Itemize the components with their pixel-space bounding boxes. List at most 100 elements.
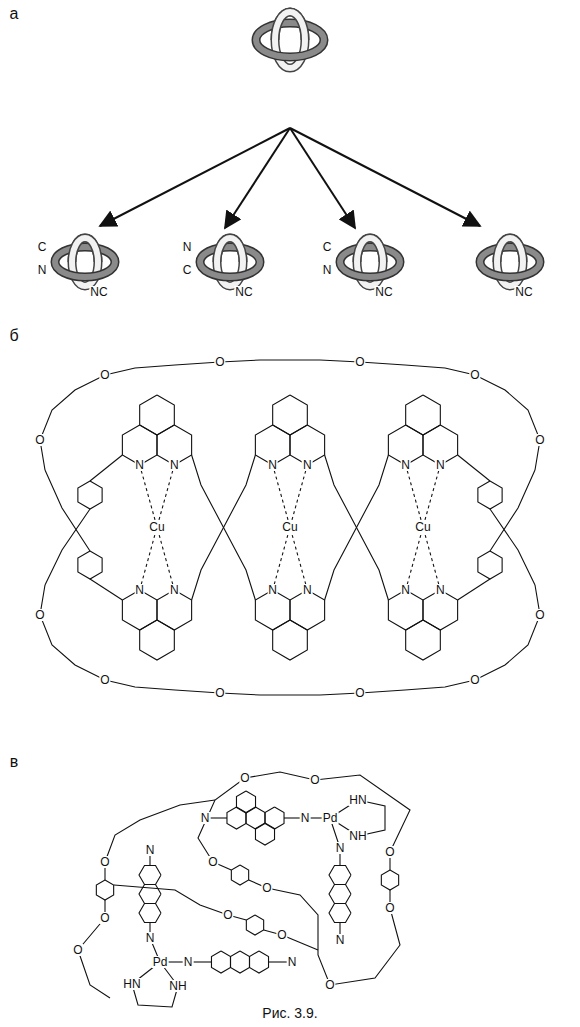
atom-label: N [169, 584, 180, 596]
ring [406, 395, 441, 435]
ring [231, 865, 248, 885]
ring [290, 590, 325, 630]
atom-label: HN [122, 978, 141, 990]
atom-label: O [222, 909, 233, 921]
ring [78, 551, 102, 579]
atom-label: N [302, 459, 313, 471]
atom-label: O [239, 772, 250, 784]
atom-label: O [99, 369, 110, 381]
coordination-bond [406, 465, 423, 527]
coordination-bond [290, 527, 307, 590]
atom-label: N [200, 812, 211, 824]
ring [78, 481, 102, 509]
metal-label: Pd [152, 956, 169, 968]
coordination-bond [423, 527, 440, 590]
atom-label: O [354, 687, 365, 699]
atom-label: N [267, 584, 278, 596]
bond-line [325, 455, 389, 600]
knot-figure [55, 238, 115, 286]
ring [423, 590, 458, 630]
terminus-label: NC [89, 286, 108, 298]
atom-label: O [214, 356, 225, 368]
ether-chain [40, 360, 540, 470]
terminus-label: N [322, 264, 333, 276]
atom-label: N [435, 584, 446, 596]
bond-line [458, 455, 490, 481]
atom-label: O [34, 434, 45, 446]
atom-label: N [400, 459, 411, 471]
ether-chain [267, 888, 400, 985]
atom-label: N [435, 459, 446, 471]
arrow [100, 128, 290, 226]
ring [140, 620, 175, 660]
terminus-label: NC [514, 286, 533, 298]
atom-label: O [72, 944, 83, 956]
coordination-bond [273, 527, 290, 590]
ring [255, 590, 290, 630]
atom-label: HN [348, 794, 367, 806]
panel-letter: в [9, 754, 20, 770]
coordination-bond [157, 527, 174, 590]
ring [139, 865, 161, 884]
metal-label: Cu [281, 521, 298, 533]
atom-label: O [469, 674, 480, 686]
ether-chain [114, 885, 228, 915]
atom-label: NH [348, 830, 367, 842]
ether-chain [78, 918, 110, 998]
atom-label: O [309, 774, 320, 786]
bond-line [90, 579, 122, 600]
ring [157, 590, 192, 630]
ring [96, 880, 113, 900]
ring [329, 884, 351, 903]
atom-label: O [207, 856, 218, 868]
terminus-label: NC [234, 286, 253, 298]
atom-label: N [267, 459, 278, 471]
bond-line [490, 470, 535, 551]
terminus-label: C [182, 264, 193, 276]
metal-label: Cu [414, 521, 431, 533]
atom-label: O [276, 929, 287, 941]
atom-label: O [384, 902, 395, 914]
bond-line [192, 455, 256, 600]
ring [273, 620, 308, 660]
terminus-label: NC [374, 286, 393, 298]
arrow [290, 128, 480, 226]
ring [227, 807, 246, 829]
bond-line [45, 470, 90, 551]
ring [140, 395, 175, 435]
bond-line [490, 509, 535, 585]
atom-label: N [183, 956, 194, 968]
coordination-bond [423, 465, 440, 527]
atom-label: N [145, 844, 156, 856]
atom-label: N [169, 459, 180, 471]
atom-label: N [134, 459, 145, 471]
ether-chain [105, 800, 215, 862]
arrow [225, 128, 290, 228]
ring [139, 903, 161, 922]
ring [478, 551, 502, 579]
bond-line [458, 579, 490, 600]
terminus-label: N [37, 264, 48, 276]
knot-figure [256, 12, 324, 68]
atom-label: N [145, 932, 156, 944]
terminus-label: N [182, 241, 193, 253]
ether-chain [40, 585, 540, 695]
metal-label: Pd [322, 812, 339, 824]
atom-label: N [134, 584, 145, 596]
ring [255, 823, 274, 845]
atom-label: N [302, 584, 313, 596]
ring [211, 951, 230, 973]
ring [236, 791, 255, 813]
ring [265, 807, 284, 829]
ether-chain [198, 772, 410, 862]
atom-label: O [261, 882, 272, 894]
atom-label: O [534, 434, 545, 446]
atom-label: O [384, 846, 395, 858]
coordination-bond [406, 527, 423, 590]
knot-figure [200, 238, 260, 286]
atom-label: N [400, 584, 411, 596]
knot-figure [340, 238, 400, 286]
atom-label: N [287, 956, 298, 968]
